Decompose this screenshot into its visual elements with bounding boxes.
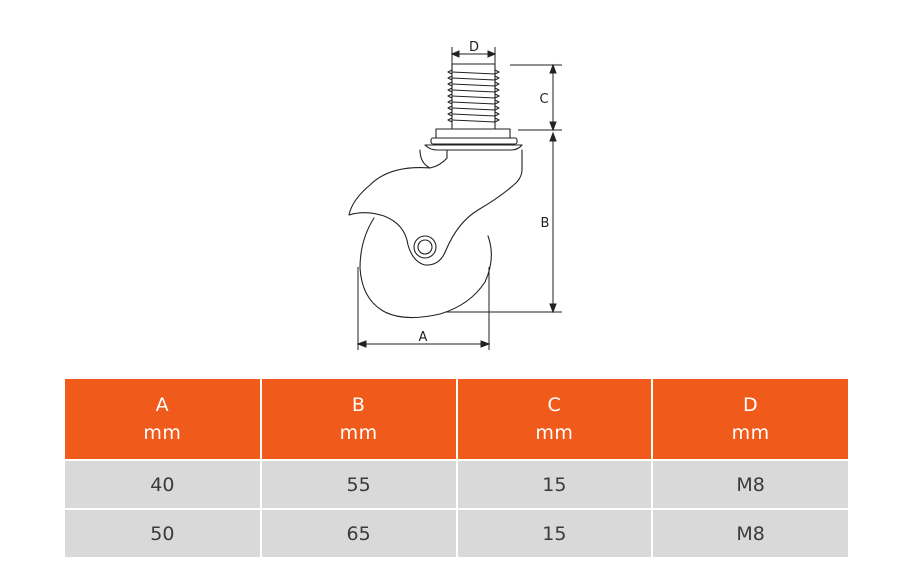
column-unit: mm xyxy=(143,422,182,444)
table-cell: M8 xyxy=(652,508,848,557)
table-cell: 50 xyxy=(65,508,262,557)
column-header-b: B mm xyxy=(260,379,458,460)
column-name: A xyxy=(155,394,170,416)
caster-dimension-drawing: D C B A xyxy=(348,40,562,350)
dimension-label-c: C xyxy=(539,92,548,107)
caster-wheel xyxy=(359,217,492,319)
threaded-stem xyxy=(447,63,500,130)
table-row: 50 65 15 M8 xyxy=(65,508,848,557)
column-header-a: A mm xyxy=(65,379,262,460)
table-cell: 15 xyxy=(456,459,654,509)
column-header-c: C mm xyxy=(456,379,654,460)
table-cell: M8 xyxy=(652,459,848,509)
dimension-label-b: B xyxy=(541,216,550,231)
mounting-plate xyxy=(424,128,523,151)
table-cell: 40 xyxy=(65,459,262,509)
column-unit: mm xyxy=(339,422,378,444)
column-name: D xyxy=(743,394,759,416)
table-header-row: A mm B mm C mm D mm xyxy=(65,379,848,460)
column-unit: mm xyxy=(731,422,770,444)
dimension-label-a: A xyxy=(419,330,428,345)
dimensions-table: A mm B mm C mm D mm 40 55 15 M8 50 xyxy=(65,379,848,557)
column-unit: mm xyxy=(535,422,574,444)
dimension-label-d: D xyxy=(469,40,479,55)
table-cell: 65 xyxy=(260,508,458,557)
table-cell: 15 xyxy=(456,508,654,557)
column-name: B xyxy=(351,394,366,416)
column-name: C xyxy=(547,394,562,416)
caster-fork xyxy=(348,149,523,266)
column-header-d: D mm xyxy=(652,379,848,460)
table-cell: 55 xyxy=(260,459,458,509)
table-row: 40 55 15 M8 xyxy=(65,459,848,509)
